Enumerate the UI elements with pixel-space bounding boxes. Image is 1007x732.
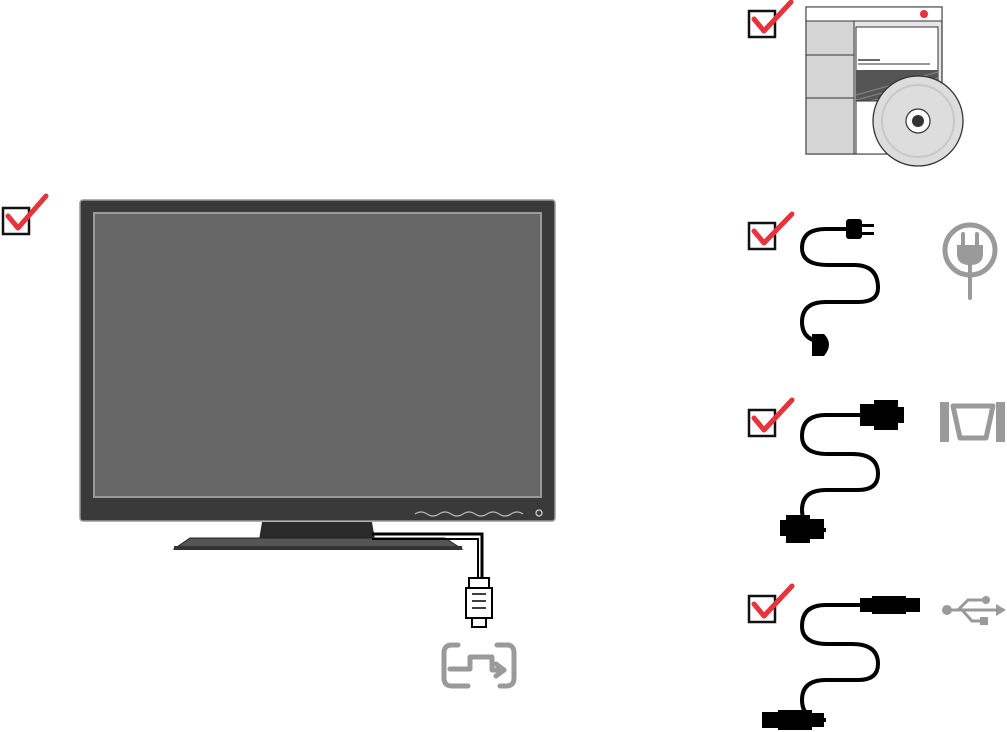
monitor-screen xyxy=(93,212,542,498)
checkbox-documentation xyxy=(747,0,794,39)
vga-port-icon xyxy=(940,402,1005,442)
monitor-logo-wave xyxy=(414,511,524,517)
checkbox-power-cable xyxy=(747,211,795,251)
usb-icon xyxy=(942,596,1006,625)
power-plug-icon xyxy=(942,222,998,300)
checkbox-monitor xyxy=(1,193,49,236)
monitor xyxy=(79,199,556,550)
vga-input-icon xyxy=(441,642,517,689)
checkbox-usb-cable xyxy=(747,583,795,624)
power-button-icon xyxy=(535,509,543,517)
monitor-vga-cable xyxy=(372,532,493,628)
vga-connector xyxy=(468,577,490,589)
power-cable xyxy=(799,219,881,356)
checkbox-video-cable xyxy=(747,397,795,438)
video-cable xyxy=(780,400,904,543)
usb-cable xyxy=(762,596,920,730)
cd-icon xyxy=(872,75,964,167)
